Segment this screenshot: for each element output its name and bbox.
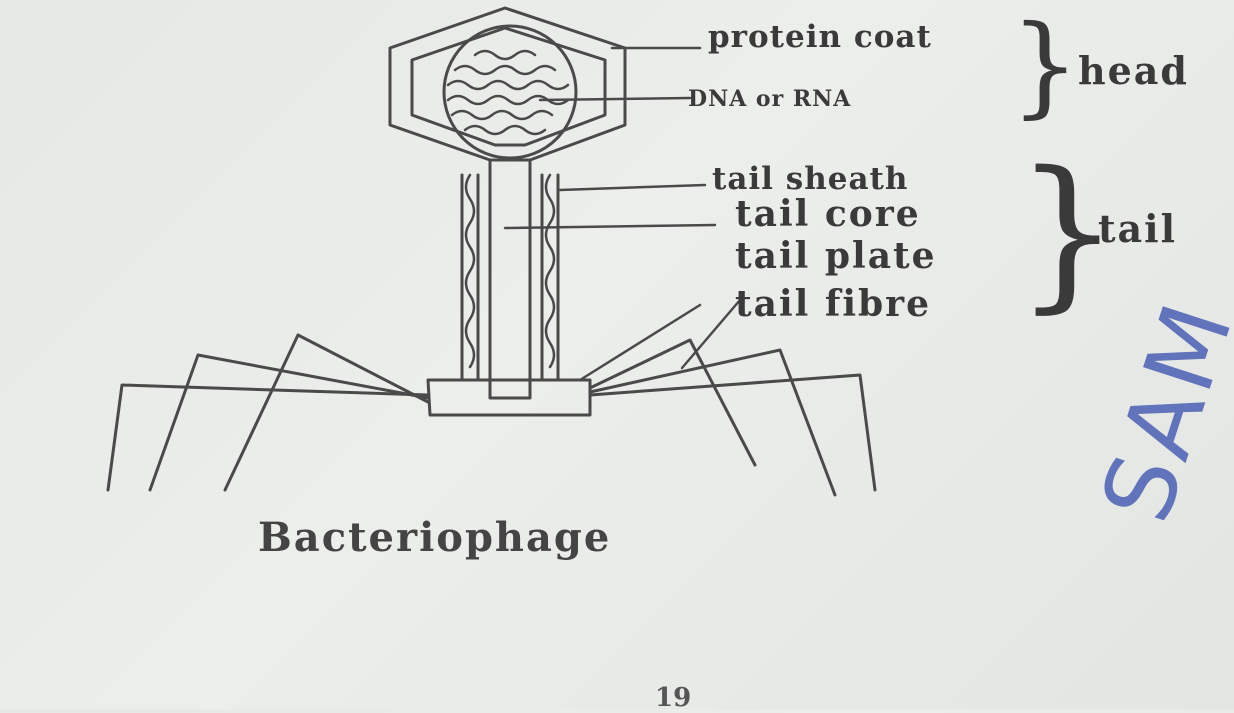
diagram-caption: Bacteriophage bbox=[258, 514, 612, 561]
tail-sheath-wave-right bbox=[544, 173, 556, 369]
tail-plate bbox=[426, 378, 592, 417]
leader-lines bbox=[503, 46, 742, 382]
tail-fibres-left bbox=[106, 333, 430, 492]
tail-sheath-right bbox=[540, 173, 560, 380]
group-label-tail: tail bbox=[1098, 206, 1178, 251]
label-tail-core: tail core bbox=[735, 193, 921, 235]
page-number: 19 bbox=[655, 683, 692, 713]
label-tail-fibre: tail fibre bbox=[735, 283, 932, 325]
tail-brace: } bbox=[1015, 136, 1120, 328]
dna-strands bbox=[446, 49, 570, 136]
tail-sheath-wave-left bbox=[464, 173, 476, 369]
head-brace: } bbox=[1010, 1, 1080, 129]
tail-sheath-left bbox=[460, 173, 480, 380]
tail-core bbox=[488, 158, 532, 400]
dna-circle bbox=[442, 24, 578, 160]
label-dna-or-rna: DNA or RNA bbox=[688, 86, 852, 112]
label-tail-sheath: tail sheath bbox=[712, 161, 909, 197]
label-tail-plate: tail plate bbox=[735, 235, 937, 277]
group-label-head: head bbox=[1078, 48, 1189, 93]
head-outer-hexagon bbox=[388, 6, 627, 162]
head-inner-hexagon bbox=[410, 26, 607, 147]
label-protein-coat: protein coat bbox=[708, 19, 932, 55]
tail-fibres-right bbox=[588, 338, 877, 497]
